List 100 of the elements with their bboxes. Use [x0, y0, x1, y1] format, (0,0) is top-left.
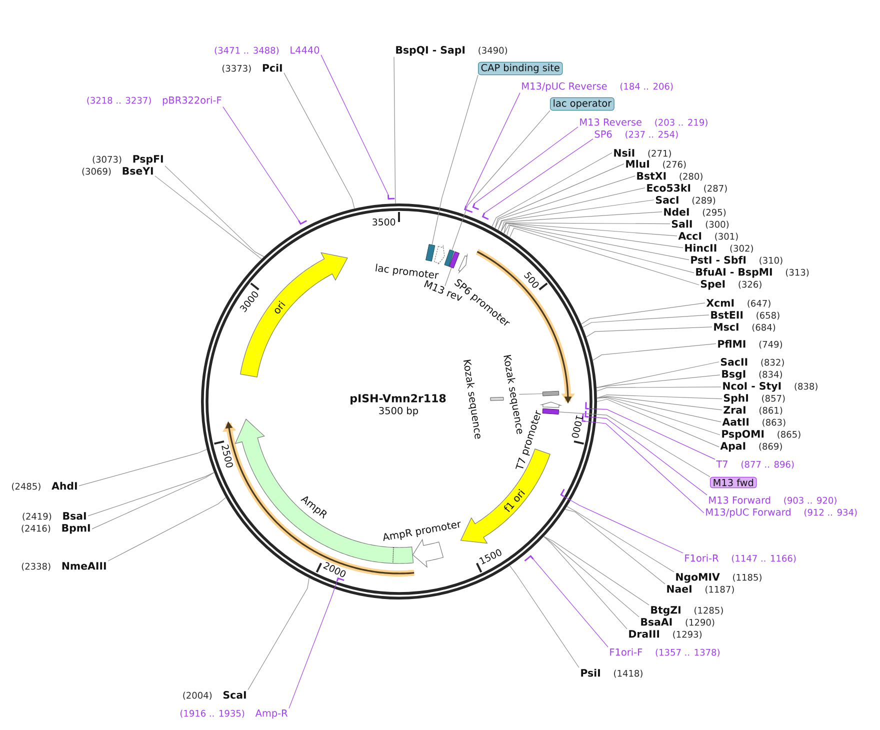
cut-position: (289) — [692, 196, 716, 205]
enzyme-name: PsiI — [581, 668, 600, 677]
enzyme-name: AatII — [722, 418, 748, 426]
enzyme-name: AhdI — [52, 482, 77, 490]
feature-label: Kozak sequence — [504, 354, 522, 434]
leader-line — [492, 152, 612, 227]
leader-line — [506, 225, 694, 274]
leader-line — [452, 110, 550, 251]
leader-line — [596, 386, 722, 392]
cut-position: (2004) — [183, 692, 212, 700]
leader-line — [582, 314, 710, 328]
feature-label: f1 ori — [504, 488, 525, 512]
leader-line — [509, 565, 580, 668]
feature-box — [426, 244, 436, 262]
primer-name: L4440 — [290, 46, 320, 54]
cut-position: (647) — [748, 300, 770, 308]
enzyme-name: BpmI — [62, 524, 90, 534]
leader-line — [432, 74, 478, 245]
feature-label: lac promoter — [376, 264, 439, 279]
leader-line — [563, 496, 684, 554]
cut-position: (1185) — [733, 574, 762, 582]
cut-position: (3490) — [478, 46, 508, 55]
cut-position: (1418) — [614, 670, 642, 678]
leader-line — [588, 416, 708, 496]
feature-tag: M13 fwd — [710, 476, 757, 488]
primer-range: (3471 .. 3488) — [214, 46, 279, 55]
enzyme-name: NsiI — [614, 148, 634, 157]
cut-position: (865) — [778, 430, 800, 439]
leader-line — [544, 536, 650, 606]
cut-position: (1187) — [706, 586, 734, 594]
leader-line — [288, 580, 338, 709]
tick-label: 2500 — [222, 444, 233, 468]
enzyme-name: PciI — [262, 64, 282, 72]
primer-range: (3218 .. 3237) — [87, 96, 151, 105]
cut-position: (1285) — [694, 606, 723, 615]
primer-range: (184 .. 206) — [620, 82, 673, 91]
primer-range: (903 .. 920) — [784, 496, 836, 505]
enzyme-name: ApaI — [720, 442, 746, 452]
leader-line — [592, 343, 716, 361]
primer-range: (1147 .. 1166) — [732, 554, 796, 563]
leader-line — [474, 126, 578, 204]
feature-tag: CAP binding site — [478, 62, 563, 76]
feature-box — [542, 408, 560, 414]
leader-line — [564, 509, 666, 584]
cut-position: (863) — [762, 418, 786, 427]
primer-mark — [298, 220, 308, 225]
leader-line — [154, 176, 262, 260]
enzyme-name: BsgI — [722, 370, 746, 380]
leader-line — [544, 536, 640, 618]
cut-position: (301) — [715, 232, 738, 241]
leader-line — [518, 393, 543, 395]
enzyme-name: BtgZI — [651, 606, 680, 616]
enzyme-name: NaeI — [667, 585, 692, 593]
leader-line — [544, 536, 628, 630]
enzyme-name: BspQI - SapI — [396, 46, 465, 56]
primer-range: (877 .. 896) — [741, 460, 794, 469]
feature-box — [542, 390, 560, 396]
cut-position: (1293) — [673, 630, 702, 639]
enzyme-name: BstXI — [637, 172, 666, 180]
primer-range: (912 .. 934) — [804, 508, 857, 517]
feature-box — [444, 249, 454, 267]
leader-line — [78, 449, 208, 486]
primer-mark — [524, 555, 534, 562]
cut-position: (2485) — [12, 482, 40, 491]
leader-line — [596, 362, 720, 388]
primer-name: T7 — [716, 460, 728, 468]
leader-line — [284, 72, 355, 209]
cut-position: (838) — [794, 382, 818, 391]
enzyme-name: NcoI - StyI — [723, 382, 781, 392]
primer-name: M13/pUC Reverse — [522, 82, 607, 92]
cut-position: (749) — [759, 340, 782, 349]
leader-line — [88, 472, 214, 516]
cut-position: (3073) — [92, 156, 122, 164]
leader-line — [596, 398, 720, 448]
enzyme-name: BfuAI - BspMI — [696, 268, 772, 278]
enzyme-name: Eco53kI — [647, 184, 690, 192]
enzyme-name: MscI — [714, 323, 738, 331]
primer-name: Amp-R — [255, 710, 288, 719]
leader-line — [320, 54, 389, 196]
cut-position: (280) — [680, 172, 702, 181]
enzyme-name: BseYI — [122, 167, 153, 175]
enzyme-name: NmeAIII — [62, 562, 106, 570]
leader-line — [394, 56, 396, 204]
primer-mark — [464, 205, 473, 213]
cut-position: (287) — [704, 184, 727, 193]
leader-line — [509, 228, 700, 286]
enzyme-name: PspFI — [133, 155, 163, 165]
leader-line — [500, 222, 678, 236]
feature-tag: lac operator — [550, 97, 614, 111]
primer-mark — [582, 414, 586, 422]
tick-label: 2000 — [323, 562, 346, 578]
primer-mark — [584, 410, 588, 418]
enzyme-name: BsaAI — [641, 618, 672, 626]
enzyme-name: ZraI — [724, 406, 746, 414]
primer-mark — [336, 577, 344, 582]
cut-position: (861) — [759, 406, 782, 415]
leader-line — [466, 92, 520, 206]
primer-name: M13 Reverse — [580, 118, 642, 126]
primer-range: (237 .. 254) — [626, 130, 678, 139]
enzyme-name: PflMI — [718, 340, 746, 348]
